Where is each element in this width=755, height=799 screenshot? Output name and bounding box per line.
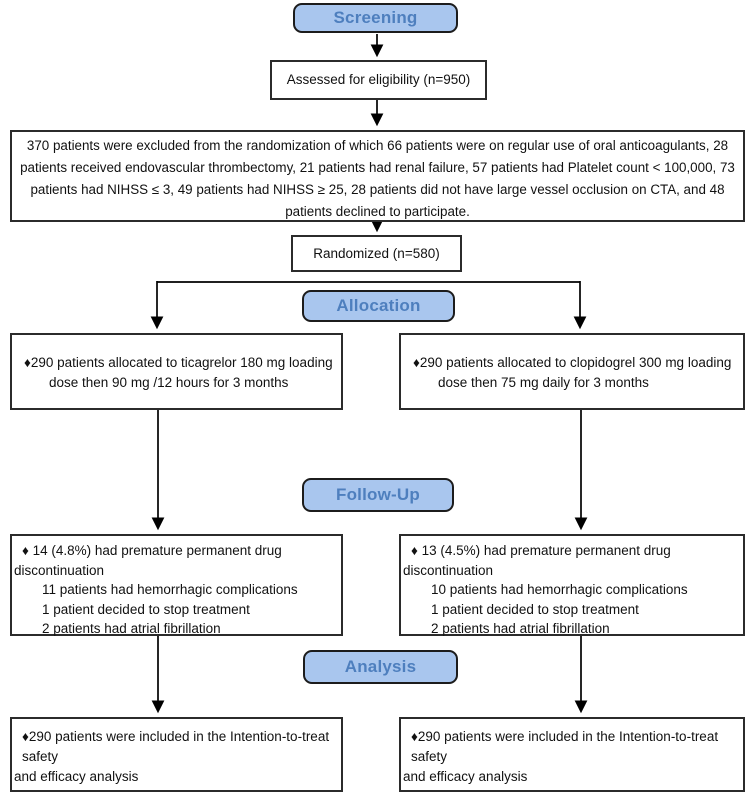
analysis-clopidogrel-box: ♦290 patients were included in the Inten… bbox=[399, 717, 745, 792]
followup-right-item: 10 patients had hemorrhagic complication… bbox=[431, 582, 688, 597]
allocation-clopidogrel-line1: ♦290 patients allocated to clopidogrel 3… bbox=[413, 355, 732, 370]
followup-left-headline-wrap: discontinuation bbox=[14, 562, 105, 578]
followup-left-item: 11 patients had hemorrhagic complication… bbox=[42, 582, 298, 597]
analysis-left-line2: and efficacy analysis bbox=[14, 769, 139, 784]
allocation-ticagrelor-line2: dose then 90 mg /12 hours for 3 months bbox=[49, 375, 289, 390]
followup-right-headline-wrap: discontinuation bbox=[403, 562, 494, 578]
followup-right-item: 2 patients had atrial fibrillation bbox=[431, 621, 610, 636]
excluded-patients-box: 370 patients were excluded from the rand… bbox=[10, 130, 745, 222]
allocation-ticagrelor-line1: ♦290 patients allocated to ticagrelor 18… bbox=[24, 355, 333, 370]
followup-right-headline: ♦ 13 (4.5%) had premature permanent drug bbox=[411, 543, 671, 558]
analysis-right-line2: and efficacy analysis bbox=[403, 769, 528, 784]
followup-right-item: 1 patient decided to stop treatment bbox=[431, 601, 639, 617]
followup-left-item: 2 patients had atrial fibrillation bbox=[42, 621, 221, 636]
randomized-box: Randomized (n=580) bbox=[291, 235, 462, 272]
allocation-clopidogrel-box: ♦290 patients allocated to clopidogrel 3… bbox=[399, 333, 745, 410]
analysis-right-line1: ♦290 patients were included in the Inten… bbox=[411, 729, 719, 764]
stage-label-allocation: Allocation bbox=[302, 290, 455, 322]
allocation-clopidogrel-line2: dose then 75 mg daily for 3 months bbox=[438, 375, 649, 390]
analysis-ticagrelor-box: ♦290 patients were included in the Inten… bbox=[10, 717, 343, 792]
analysis-left-line1: ♦290 patients were included in the Inten… bbox=[22, 729, 330, 764]
followup-clopidogrel-box: ♦ 13 (4.5%) had premature permanent drug… bbox=[399, 534, 745, 636]
allocation-ticagrelor-box: ♦290 patients allocated to ticagrelor 18… bbox=[10, 333, 343, 410]
stage-label-followup: Follow-Up bbox=[302, 478, 454, 512]
followup-left-item: 1 patient decided to stop treatment bbox=[42, 601, 250, 617]
followup-ticagrelor-box: ♦ 14 (4.8%) had premature permanent drug… bbox=[10, 534, 343, 636]
followup-left-headline: ♦ 14 (4.8%) had premature permanent drug bbox=[22, 543, 282, 558]
assessed-for-eligibility-box: Assessed for eligibility (n=950) bbox=[270, 60, 487, 100]
stage-label-screening: Screening bbox=[293, 3, 458, 33]
stage-label-analysis: Analysis bbox=[303, 650, 458, 684]
